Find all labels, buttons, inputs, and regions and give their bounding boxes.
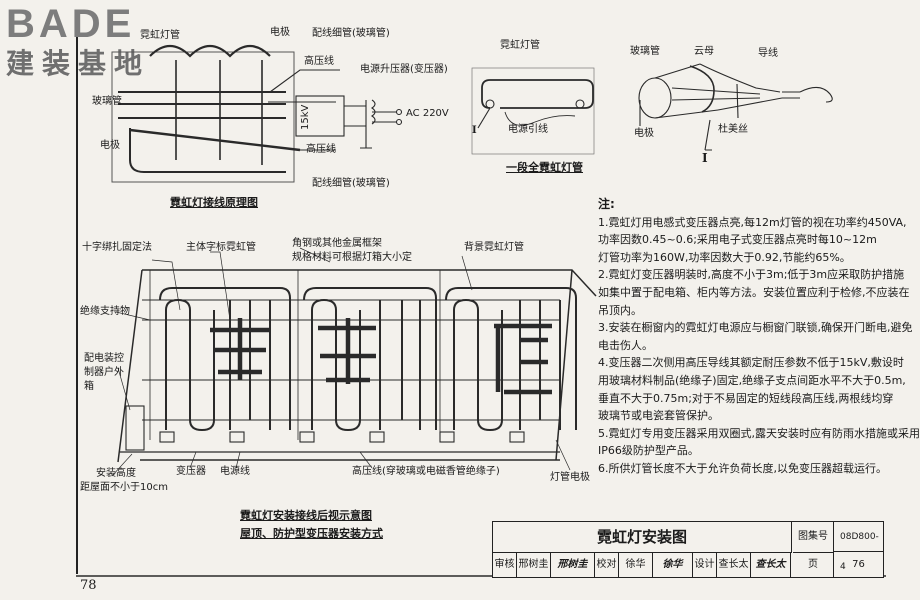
atlas-number-label: 图集号 (793, 522, 834, 553)
note-line: 垂直不大于0.75m;对于不易固定的短线段高压线,两根线均穿 (598, 391, 894, 405)
fig4-transformer-label: 变压器 (176, 466, 206, 477)
fig3-electrode (638, 63, 833, 151)
title-block: 霓虹灯安装图 图集号 08D800-4 审核 邢树圭 邢树圭 校对 徐华 徐华 … (492, 521, 884, 578)
checker-signature: 徐华 (653, 553, 693, 577)
fig2-tube-label: 霓虹灯管 (500, 40, 540, 51)
fig1-wiring-tube-bottom-label: 配线细管(玻璃管) (312, 178, 390, 189)
review-label: 审核 (493, 553, 517, 577)
fig4-power-line-label: 电源线 (220, 466, 250, 477)
fig4-hv-line-label: 高压线(穿玻璃或电磁香管绝缘子) (352, 466, 500, 477)
checker-name: 徐华 (619, 553, 653, 577)
fig4-main-letter-label: 主体字标霓虹管 (186, 242, 256, 253)
fig4-main-letters (210, 318, 552, 395)
fig2-caption: 一段全霓虹灯管 (506, 161, 583, 174)
drawing-page: BADE 建装基地 (6, 4, 920, 593)
reviewer-signature: 邢树圭 (551, 553, 595, 577)
fig1-transformer-label: 电源升压器(变压器) (360, 64, 448, 75)
signature-row: 审核 邢树圭 邢树圭 校对 徐华 徐华 设计 查长太 查长太 页 76 (493, 553, 883, 577)
fig4-insulating-support-label: 绝缘支持物 (80, 306, 130, 317)
logo-sub-text: 建装基地 (6, 47, 151, 80)
notes-block: 注: 1.霓虹灯用电感式变压器点亮,每12m灯管的视在功率约450VA, 功率因… (598, 196, 920, 478)
fig1-wiring-tube-top-label: 配线细管(玻璃管) (312, 28, 390, 39)
note-line: 5.霓虹灯专用变压器采用双圈式,露天安装时应有防雨水措施或采用 (598, 426, 920, 440)
fig4-tube-electrode-label: 灯管电极 (550, 472, 590, 483)
fig4-frame (117, 269, 597, 463)
atlas-number-value: 08D800-4 (834, 522, 883, 572)
note-line: 吊顶内。 (598, 303, 642, 317)
page-number: 78 (80, 578, 97, 593)
notes-heading: 注: (598, 197, 615, 211)
fig4-install-height-label: 安装高度 (96, 468, 136, 479)
note-line: 电击伤人。 (598, 338, 653, 352)
fig1-neon-tube-label: 霓虹灯管 (140, 30, 180, 41)
note-line: 3.安装在橱窗内的霓虹灯电源应与橱窗门联锁,确保开门断电,避免 (598, 321, 913, 335)
fig4-ground-distance-label: 距屋面不小于10cm (80, 482, 168, 493)
fig4-subcaption: 屋顶、防护型变压器安装方式 (240, 527, 383, 540)
note-line: 2.霓虹灯变压器明装时,高度不小于3m;低于3m应采取防护措施 (598, 268, 905, 282)
note-line: 1.霓虹灯用电感式变压器点亮,每12m灯管的视在功率约450VA, (598, 215, 907, 229)
note-line: IP66级防护型产品。 (598, 444, 699, 458)
note-line: 用玻璃材料制品(绝缘子)固定,绝缘子支点间距水平不大于0.5m, (598, 373, 906, 387)
note-line: 6.所供灯管长度不大于允许负荷长度,以免变压器超载运行。 (598, 461, 887, 475)
reviewer-name: 邢树圭 (517, 553, 551, 577)
designer-name: 查长太 (717, 553, 751, 577)
fig3-mica-label: 云母 (694, 46, 714, 57)
fig3-dumet-label: 杜美丝 (718, 124, 748, 135)
fig1-wires (268, 69, 403, 151)
fig1-hv-line-top-label: 高压线 (304, 56, 334, 67)
note-line: 4.变压器二次侧用高压导线其额定耐压参数不低于15kV,敷设时 (598, 356, 904, 370)
fig1-caption: 霓虹灯接线原理图 (170, 196, 258, 209)
fig1-neon-panel (111, 44, 301, 183)
fig4-bottom-fittings (125, 405, 560, 461)
drawing-lines (76, 44, 886, 577)
designer-signature: 查长太 (751, 553, 791, 577)
fig1-glass-tube-label: 玻璃管 (92, 96, 122, 107)
leader-lines (111, 247, 571, 477)
note-line: 玻璃节或电瓷套管保护。 (598, 409, 719, 423)
bade-logo: BADE 建装基地 (6, 4, 176, 80)
fig3-wire-label: 导线 (758, 48, 778, 59)
drawing-frame (76, 14, 888, 574)
fig4-distribution-box-label: 配电装控制器户外箱 (84, 353, 124, 392)
fig4-angle-steel-label: 角钢或其他金属框架 (292, 238, 382, 249)
fig4-caption: 霓虹灯安装接线后视示意图 (240, 509, 372, 522)
note-line: 功率因数0.45~0.6;采用电子式变压器点亮时每10~12m (598, 233, 877, 247)
fig4-back-tube-label: 背景霓虹灯管 (464, 242, 524, 253)
note-line: 如集中置于配电箱、柜内等方法。安装位置应利于检修,不应装在 (598, 285, 910, 299)
fig1-electrode-left-label: 电极 (100, 140, 120, 151)
fig1-hv-line-bottom-label: 高压线 (306, 144, 336, 155)
fig2-tube (471, 67, 595, 155)
logo-main-text: BADE (6, 2, 136, 46)
drawing-title: 霓虹灯安装图 (493, 522, 792, 553)
note-line: 灯管功率为160W,功率因数大于0.92,节能约65%。 (598, 250, 851, 264)
design-label: 设计 (693, 553, 717, 577)
fig3-roman-label: I (702, 151, 708, 165)
check-label: 校对 (595, 553, 619, 577)
fig4-cross-binding-label: 十字绑扎固定法 (82, 242, 152, 253)
fig1-electrode-top-label: 电极 (270, 27, 290, 38)
fig2-roman-label: I (472, 125, 477, 136)
page-label: 页 (793, 553, 834, 577)
fig4-tubes (159, 287, 577, 432)
fig2-power-lead-label: 电源引线 (508, 124, 548, 135)
fig3-glass-label: 玻璃管 (630, 46, 660, 57)
fig4-angle-steel-note: 规格材料可根据灯箱大小定 (292, 252, 412, 263)
fig1-ac-label: AC 220V (406, 108, 449, 119)
page-value: 76 (852, 559, 865, 570)
fig1-kv-label: 15kV (300, 104, 311, 130)
fig3-electrode-label: 电极 (634, 128, 654, 139)
